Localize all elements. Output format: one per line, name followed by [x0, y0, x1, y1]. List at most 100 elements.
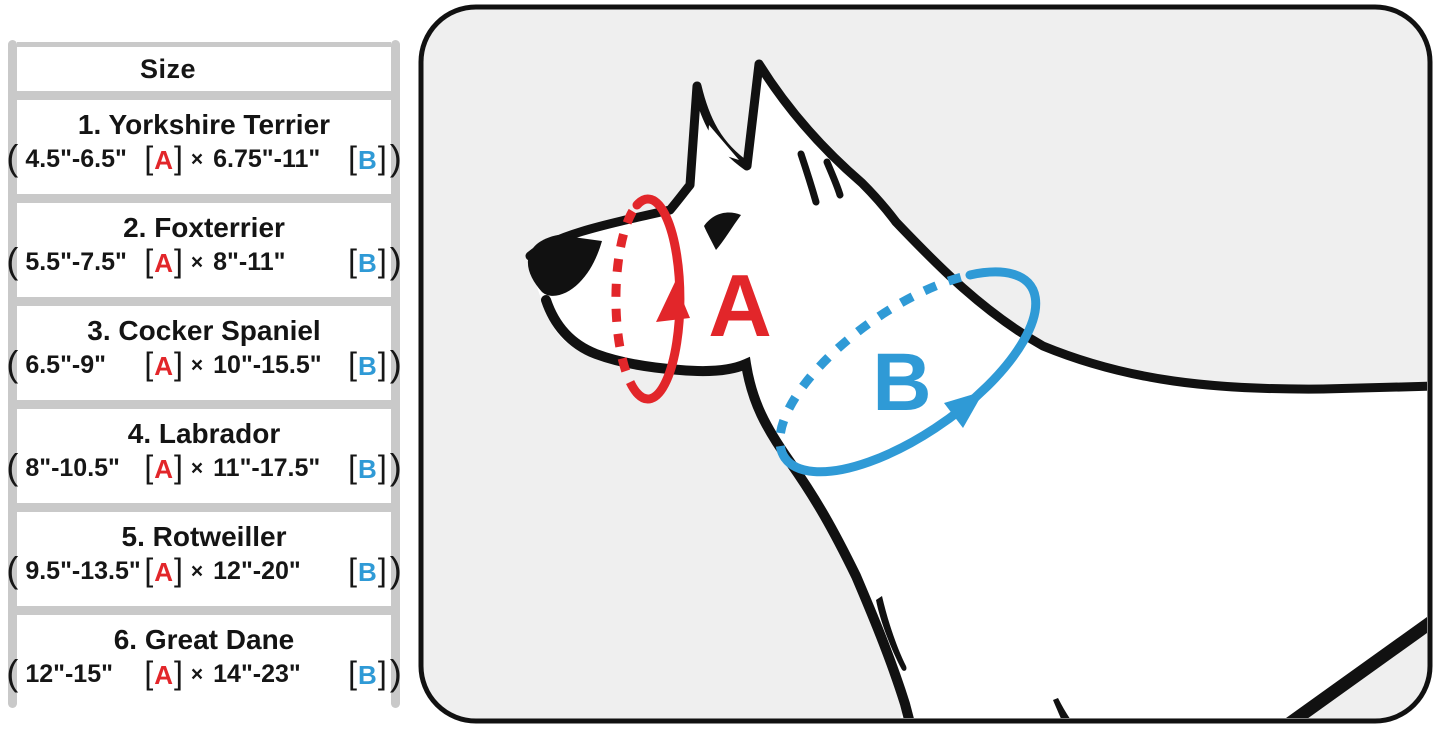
- dog-body: [530, 64, 1427, 718]
- snout-label-a: A: [708, 256, 772, 355]
- bracket-close: ]: [377, 551, 387, 588]
- neck-range: 11"-17.5": [213, 454, 321, 483]
- bracket-close: ]: [173, 448, 183, 485]
- bracket-open: [: [144, 242, 154, 279]
- table-left-rail: [8, 40, 17, 708]
- bracket-open: [: [348, 345, 358, 382]
- table-row-great-dane: 6. Great Dane ( 12"-15" [ A ] × 14"-23" …: [6, 606, 402, 709]
- bracket-open: [: [348, 654, 358, 691]
- close-paren: ): [389, 651, 402, 693]
- breed-name: 5. Rotweiller: [121, 521, 287, 552]
- snout-range: 4.5"-6.5": [25, 145, 127, 174]
- dog-outline-top: [525, 59, 1427, 394]
- b-label: B: [358, 659, 377, 690]
- open-paren: (: [6, 136, 19, 178]
- close-paren: ): [389, 136, 402, 178]
- dog-near-ear-inner: [797, 150, 820, 206]
- a-label: A: [154, 350, 173, 381]
- snout-range: 8"-10.5": [25, 454, 120, 483]
- snout-range: 9.5"-13.5": [25, 557, 141, 586]
- bracket-open: [: [144, 551, 154, 588]
- bracket-open: [: [144, 654, 154, 691]
- table-row-cocker-spaniel: 3. Cocker Spaniel ( 6.5"-9" [ A ] × 10"-…: [6, 297, 402, 400]
- neck-measure-ellipse: [775, 267, 1041, 477]
- multiply-sign: ×: [190, 148, 204, 172]
- multiply-sign: ×: [190, 251, 204, 275]
- size-table-header: Size: [17, 42, 391, 91]
- bracket-close: ]: [173, 242, 183, 279]
- multiply-sign: ×: [190, 354, 204, 378]
- a-label: A: [154, 556, 173, 587]
- bracket-close: ]: [173, 654, 183, 691]
- neck-arrowhead: [944, 391, 984, 428]
- bracket-close: ]: [173, 345, 183, 382]
- bracket-open: [: [348, 139, 358, 176]
- multiply-sign: ×: [190, 663, 204, 687]
- b-label: B: [358, 453, 377, 484]
- dog-fur-stroke-bottom: [1053, 698, 1075, 718]
- bracket-open: [: [144, 139, 154, 176]
- multiply-sign: ×: [190, 560, 204, 584]
- neck-ellipse-solid-arc: [780, 267, 1041, 477]
- dog-fur-stroke-chest: [876, 596, 907, 671]
- neck-range: 10"-15.5": [213, 351, 322, 380]
- b-label: B: [358, 556, 377, 587]
- dog-far-ear-inner: [707, 125, 739, 160]
- open-paren: (: [6, 445, 19, 487]
- open-paren: (: [6, 651, 19, 693]
- dog-eye: [704, 212, 741, 250]
- breed-measurements: ( 5.5"-7.5" [ A ] × 8"-11" [ B ] ): [6, 242, 401, 281]
- dog-measurement-diagram: A B: [418, 4, 1433, 724]
- neck-range: 6.75"-11": [213, 145, 321, 174]
- table-row-foxterrier: 2. Foxterrier ( 5.5"-7.5" [ A ] × 8"-11"…: [6, 194, 402, 297]
- bracket-close: ]: [173, 551, 183, 588]
- bracket-open: [: [348, 242, 358, 279]
- bracket-close: ]: [377, 139, 387, 176]
- breed-name: 3. Cocker Spaniel: [87, 315, 321, 346]
- b-label: B: [358, 247, 377, 278]
- bracket-open: [: [348, 448, 358, 485]
- dog-fur-stroke-head: [823, 158, 844, 199]
- snout-range: 12"-15": [25, 660, 113, 689]
- b-label: B: [358, 350, 377, 381]
- table-row-rotweiller: 5. Rotweiller ( 9.5"-13.5" [ A ] × 12"-2…: [6, 503, 402, 606]
- breed-measurements: ( 6.5"-9" [ A ] × 10"-15.5" [ B ] ): [6, 345, 401, 384]
- a-label: A: [154, 247, 173, 278]
- bracket-close: ]: [173, 139, 183, 176]
- neck-label-b: B: [872, 337, 931, 428]
- open-paren: (: [6, 342, 19, 384]
- bracket-close: ]: [377, 345, 387, 382]
- a-label: A: [154, 453, 173, 484]
- a-label: A: [154, 144, 173, 175]
- size-header-label: Size: [139, 53, 197, 84]
- snout-range: 5.5"-7.5": [25, 248, 127, 277]
- breed-measurements: ( 9.5"-13.5" [ A ] × 12"-20" [ B ] ): [6, 551, 401, 590]
- table-row-labrador: 4. Labrador ( 8"-10.5" [ A ] × 11"-17.5"…: [6, 400, 402, 503]
- neck-ellipse-dashed-arc: [775, 270, 971, 461]
- breed-name: 2. Foxterrier: [123, 212, 285, 243]
- multiply-sign: ×: [190, 457, 204, 481]
- breed-measurements: ( 12"-15" [ A ] × 14"-23" [ B ] ): [6, 654, 401, 693]
- open-paren: (: [6, 239, 19, 281]
- size-chart-table: Size 1. Yorkshire Terrier ( 4.5"-6.5" [ …: [6, 40, 402, 710]
- close-paren: ): [389, 445, 402, 487]
- bracket-open: [: [348, 551, 358, 588]
- close-paren: ): [389, 342, 402, 384]
- breed-measurements: ( 8"-10.5" [ A ] × 11"-17.5" [ B ] ): [6, 448, 401, 487]
- dog-leg-line: [1279, 603, 1427, 718]
- neck-range: 12"-20": [213, 557, 301, 586]
- bracket-close: ]: [377, 242, 387, 279]
- bracket-open: [: [144, 448, 154, 485]
- a-label: A: [154, 659, 173, 690]
- breed-name: 4. Labrador: [127, 418, 281, 449]
- b-label: B: [358, 144, 377, 175]
- bracket-close: ]: [377, 448, 387, 485]
- breed-measurements: ( 4.5"-6.5" [ A ] × 6.75"-11" [ B ] ): [6, 139, 401, 178]
- dog-outline-jaw-chest: [541, 295, 916, 718]
- close-paren: ): [389, 548, 402, 590]
- snout-ellipse-dashed-arc: [611, 202, 641, 396]
- dog-nose: [527, 235, 602, 296]
- snout-arrowhead: [656, 282, 690, 322]
- breed-name: 1. Yorkshire Terrier: [77, 109, 331, 140]
- dog-diagram-panel: A B: [418, 4, 1433, 724]
